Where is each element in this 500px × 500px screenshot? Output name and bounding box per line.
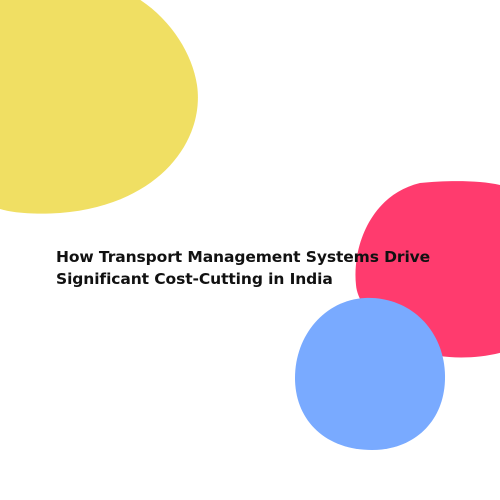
article-title-line-2: Significant Cost-Cutting in India — [56, 270, 333, 288]
yellow-blob — [0, 0, 198, 214]
blue-blob — [295, 297, 446, 450]
article-title: How Transport Management Systems Drive S… — [56, 246, 436, 290]
article-title-line-1: How Transport Management Systems Drive — [56, 248, 431, 266]
